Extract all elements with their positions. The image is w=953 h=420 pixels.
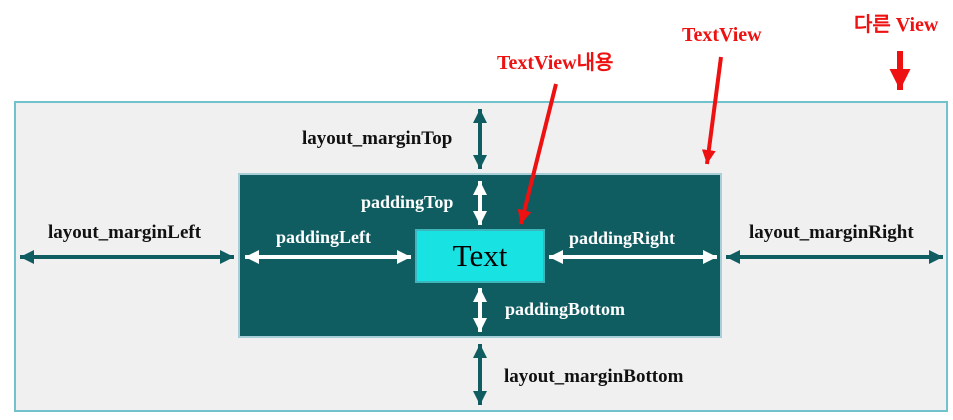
padding-bottom-label: paddingBottom	[505, 299, 626, 319]
other-view-annotation: 다른 View	[854, 14, 939, 36]
padding-right-label: paddingRight	[569, 228, 676, 248]
layout-margin-right-label: layout_marginRight	[749, 222, 914, 243]
padding-left-label: paddingLeft	[276, 227, 372, 247]
layout-margin-top-label: layout_marginTop	[302, 128, 453, 149]
text-content-box: Text	[415, 229, 545, 283]
layout-margin-bottom-label: layout_marginBottom	[504, 366, 684, 387]
textview-content-annotation: TextView내용	[497, 52, 614, 74]
padding-top-label: paddingTop	[361, 192, 454, 212]
text-content-label: Text	[452, 238, 508, 273]
textview-annotation: TextView	[682, 24, 762, 46]
layout-margin-left-label: layout_marginLeft	[48, 222, 202, 243]
